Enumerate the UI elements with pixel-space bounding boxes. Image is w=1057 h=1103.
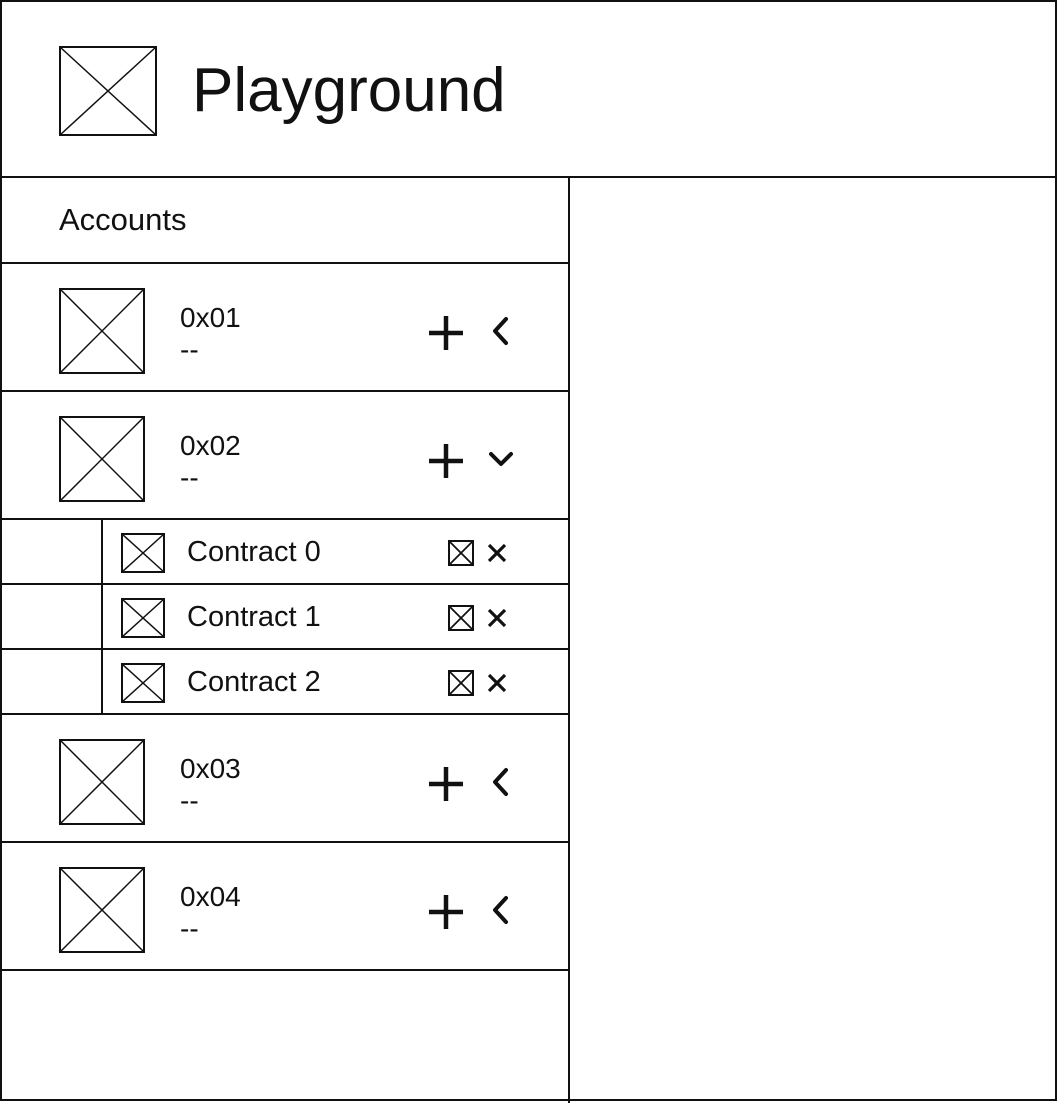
image-placeholder-icon bbox=[59, 867, 145, 953]
image-placeholder-icon bbox=[121, 533, 165, 573]
image-placeholder-icon bbox=[59, 46, 157, 136]
account-balance: -- bbox=[180, 785, 199, 816]
close-icon[interactable] bbox=[484, 540, 510, 566]
account-row-0x02[interactable]: 0x02 -- bbox=[2, 392, 568, 520]
contract-name: Contract 1 bbox=[187, 601, 321, 633]
account-balance: -- bbox=[180, 913, 199, 944]
contract-row[interactable]: Contract 2 bbox=[2, 650, 568, 715]
plus-icon[interactable] bbox=[426, 892, 466, 932]
account-balance: -- bbox=[180, 334, 199, 365]
tree-indent-line bbox=[101, 520, 103, 583]
accounts-sidebar: Accounts 0x01 -- bbox=[2, 176, 570, 1103]
boxed-x-icon[interactable] bbox=[447, 669, 475, 697]
image-placeholder-icon bbox=[59, 288, 145, 374]
contract-name: Contract 2 bbox=[187, 666, 321, 698]
contract-row[interactable]: Contract 1 bbox=[2, 585, 568, 650]
image-placeholder-icon bbox=[121, 663, 165, 703]
page-title: Playground bbox=[192, 56, 506, 125]
close-icon[interactable] bbox=[484, 670, 510, 696]
contract-row[interactable]: Contract 0 bbox=[2, 520, 568, 585]
tree-indent-line bbox=[101, 650, 103, 713]
account-address: 0x02 bbox=[180, 430, 241, 461]
chevron-left-icon[interactable] bbox=[486, 892, 516, 928]
chevron-left-icon[interactable] bbox=[486, 764, 516, 800]
app-header: Playground bbox=[2, 2, 1057, 178]
accounts-heading-label: Accounts bbox=[59, 202, 187, 237]
account-balance: -- bbox=[180, 462, 199, 493]
account-address: 0x03 bbox=[180, 753, 241, 784]
account-row-0x01[interactable]: 0x01 -- bbox=[2, 264, 568, 392]
chevron-left-icon[interactable] bbox=[486, 313, 516, 349]
image-placeholder-icon bbox=[121, 598, 165, 638]
close-icon[interactable] bbox=[484, 605, 510, 631]
image-placeholder-icon bbox=[59, 739, 145, 825]
tree-indent-line bbox=[101, 585, 103, 648]
boxed-x-icon[interactable] bbox=[447, 604, 475, 632]
main-content-area bbox=[570, 178, 1057, 1101]
account-address: 0x01 bbox=[180, 302, 241, 333]
plus-icon[interactable] bbox=[426, 764, 466, 804]
account-address: 0x04 bbox=[180, 881, 241, 912]
image-placeholder-icon bbox=[59, 416, 145, 502]
plus-icon[interactable] bbox=[426, 441, 466, 481]
accounts-heading: Accounts bbox=[2, 176, 568, 264]
chevron-down-icon[interactable] bbox=[486, 441, 516, 477]
account-row-0x03[interactable]: 0x03 -- bbox=[2, 715, 568, 843]
boxed-x-icon[interactable] bbox=[447, 539, 475, 567]
contract-name: Contract 0 bbox=[187, 536, 321, 568]
plus-icon[interactable] bbox=[426, 313, 466, 353]
account-row-0x04[interactable]: 0x04 -- bbox=[2, 843, 568, 971]
